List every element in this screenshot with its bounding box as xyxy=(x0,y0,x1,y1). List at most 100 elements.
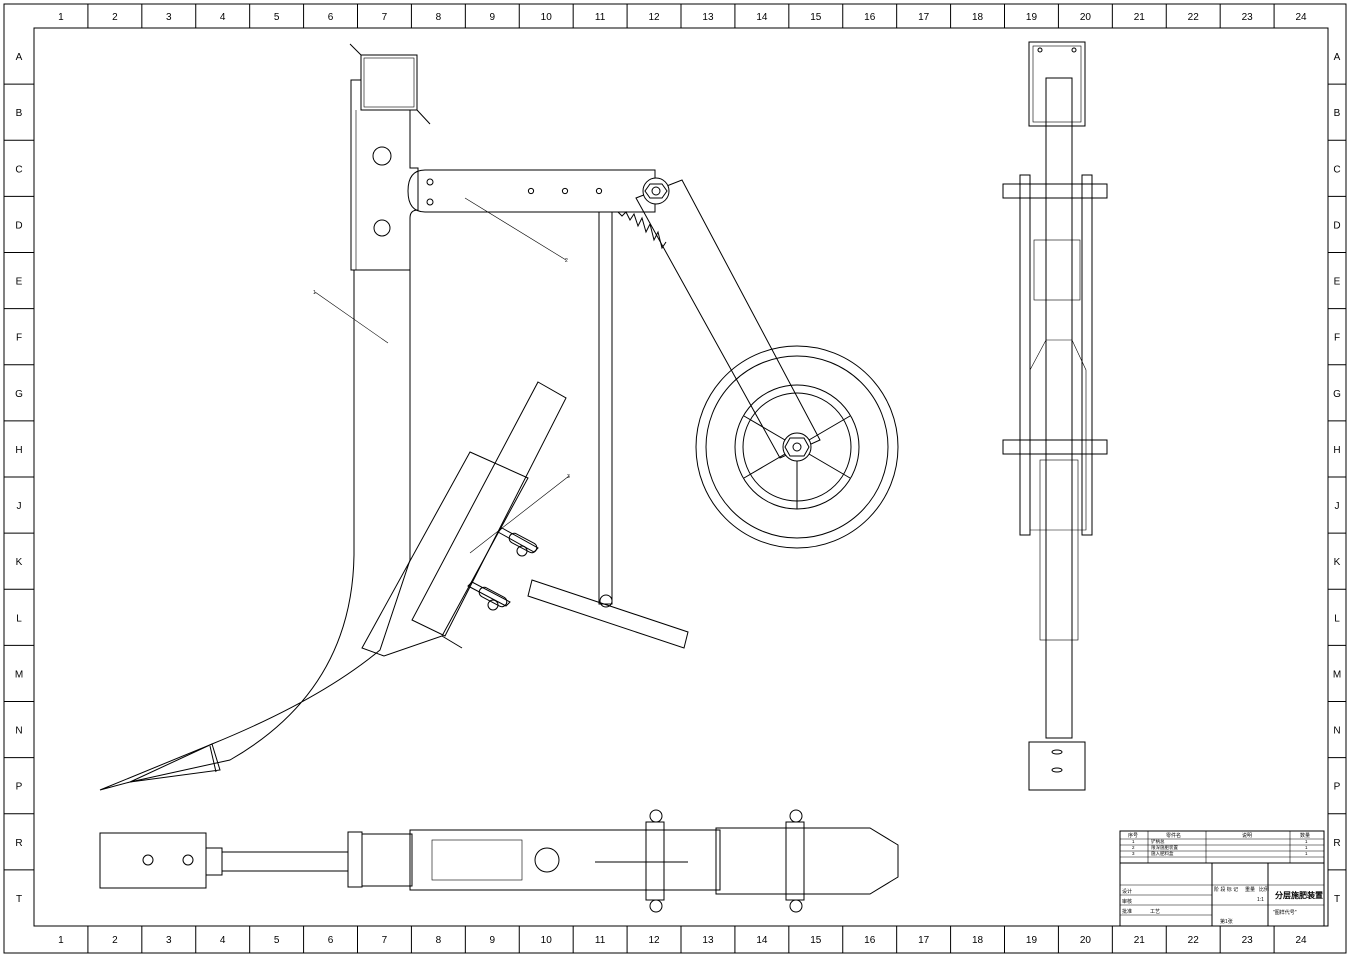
column-label: 22 xyxy=(1188,12,1200,23)
column-label: 1 xyxy=(58,935,64,946)
column-label: 19 xyxy=(1026,12,1038,23)
column-label: 6 xyxy=(328,935,334,946)
column-label: 12 xyxy=(648,935,660,946)
row-label: R xyxy=(1333,838,1340,849)
column-label: 21 xyxy=(1134,935,1146,946)
column-label: 13 xyxy=(702,12,714,23)
row-label: C xyxy=(15,164,22,175)
support-rod xyxy=(598,211,613,605)
column-label: 12 xyxy=(648,12,660,23)
column-label: 20 xyxy=(1080,12,1092,23)
fertilizer-box xyxy=(361,451,529,657)
spring xyxy=(617,211,667,250)
column-label: 13 xyxy=(702,935,714,946)
parts-row-2-name: 限深施肥装置 xyxy=(1151,844,1178,851)
column-label: 5 xyxy=(274,935,280,946)
skid-plate xyxy=(527,579,689,649)
shank-plate xyxy=(350,79,419,271)
parts-row-1-qty: 1 xyxy=(1305,839,1308,844)
column-label: 9 xyxy=(490,12,496,23)
front-view xyxy=(99,43,899,791)
column-label: 2 xyxy=(112,935,118,946)
row-label: B xyxy=(16,108,23,119)
stage-label: 阶 段 标 记 xyxy=(1214,886,1238,893)
column-label: 3 xyxy=(166,935,172,946)
column-label: 10 xyxy=(541,12,553,23)
column-label: 19 xyxy=(1026,935,1038,946)
parts-header-desc: 说明 xyxy=(1242,832,1252,839)
column-label: 7 xyxy=(382,12,388,23)
column-label: 18 xyxy=(972,12,984,23)
column-label: 20 xyxy=(1080,935,1092,946)
row-label: F xyxy=(16,333,22,344)
column-label: 6 xyxy=(328,12,334,23)
callout-1: 1 xyxy=(313,290,316,296)
parts-header-name: 零件名 xyxy=(1166,832,1181,839)
row-label: C xyxy=(1333,164,1340,175)
parts-list: 序号 零件名 说明 数量 1 铲柄总 1 2 限深施肥装置 1 3 施入肥料盒 … xyxy=(1120,831,1324,863)
column-label: 15 xyxy=(810,12,822,23)
scale-value: 1:1 xyxy=(1257,897,1264,903)
depth-wheel xyxy=(695,345,899,549)
side-view xyxy=(1002,41,1108,791)
column-label: 4 xyxy=(220,12,226,23)
column-label: 5 xyxy=(274,12,280,23)
column-label: 18 xyxy=(972,935,984,946)
parts-row-2-qty: 1 xyxy=(1305,845,1308,850)
row-label: A xyxy=(16,52,23,63)
row-label: F xyxy=(1334,333,1340,344)
row-label: P xyxy=(1334,782,1341,793)
row-label: L xyxy=(1334,613,1340,624)
fertilizer-tube xyxy=(411,381,567,637)
row-label: D xyxy=(15,220,22,231)
parts-row-3-no: 3 xyxy=(1132,851,1135,856)
column-label: 14 xyxy=(756,935,768,946)
ratio-label: 比例 xyxy=(1259,886,1269,893)
column-label: 1 xyxy=(58,12,64,23)
approve-label: 批准 xyxy=(1122,908,1132,915)
row-label: R xyxy=(15,838,22,849)
weight-label: 重量 xyxy=(1245,886,1255,893)
column-label: 10 xyxy=(541,935,553,946)
row-label: G xyxy=(15,389,23,400)
row-label: H xyxy=(15,445,22,456)
inner-frame xyxy=(33,27,1329,927)
row-label: B xyxy=(1334,108,1341,119)
row-label: K xyxy=(1334,557,1341,568)
row-label: E xyxy=(16,277,23,288)
column-label: 3 xyxy=(166,12,172,23)
row-label: J xyxy=(17,501,22,512)
parts-row-1-no: 1 xyxy=(1132,839,1135,844)
column-label: 2 xyxy=(112,12,118,23)
column-label: 11 xyxy=(595,12,606,23)
row-label: L xyxy=(16,613,22,624)
row-label: M xyxy=(1333,669,1341,680)
callout-2: 2 xyxy=(565,258,568,264)
parts-header-qty: 数量 xyxy=(1300,832,1310,839)
row-label: N xyxy=(1333,726,1340,737)
drawing-code: "图样代号" xyxy=(1273,909,1297,916)
parts-header-no: 序号 xyxy=(1128,832,1138,839)
column-label: 21 xyxy=(1134,12,1146,23)
column-label: 24 xyxy=(1295,12,1307,23)
parts-row-2-no: 2 xyxy=(1132,845,1135,850)
process-label: 工艺 xyxy=(1150,909,1160,915)
column-label: 23 xyxy=(1242,935,1254,946)
drawing-title: 分层施肥装置 xyxy=(1275,890,1323,900)
check-label: 审核 xyxy=(1122,898,1132,905)
row-label: A xyxy=(1334,52,1341,63)
outer-frame xyxy=(3,3,1347,954)
sheet-number: 第1张 xyxy=(1220,918,1233,925)
row-label: K xyxy=(16,557,23,568)
row-label: T xyxy=(16,894,22,905)
row-label: J xyxy=(1335,501,1340,512)
link-arm xyxy=(407,169,656,213)
column-label: 17 xyxy=(918,935,930,946)
column-label: 15 xyxy=(810,935,822,946)
shank-body xyxy=(129,270,411,783)
top-view xyxy=(99,809,899,913)
column-label: 16 xyxy=(864,935,876,946)
column-label: 24 xyxy=(1295,935,1307,946)
column-label: 23 xyxy=(1242,12,1254,23)
